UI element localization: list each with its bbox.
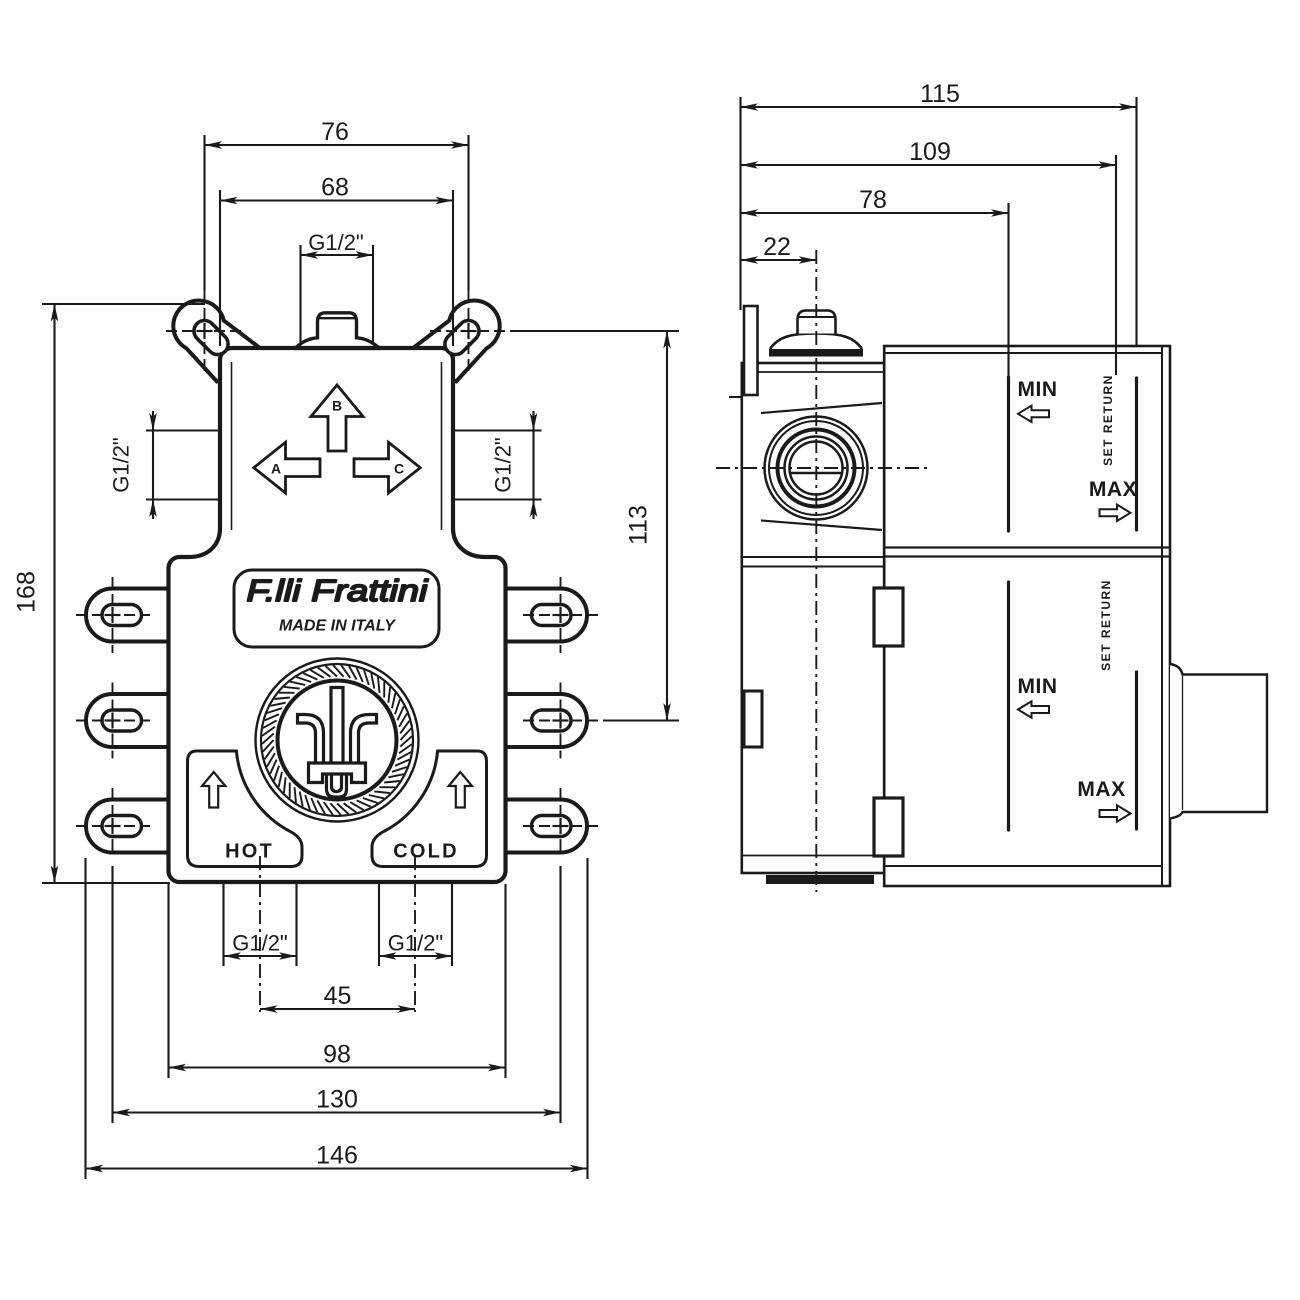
svg-text:78: 78 <box>859 186 887 214</box>
svg-text:109: 109 <box>909 138 951 166</box>
svg-text:MADE IN ITALY: MADE IN ITALY <box>279 618 397 635</box>
svg-text:C: C <box>394 461 404 477</box>
svg-text:G1/2": G1/2" <box>388 931 444 956</box>
svg-text:98: 98 <box>323 1041 351 1069</box>
svg-text:168: 168 <box>13 571 41 613</box>
svg-text:G1/2": G1/2" <box>308 230 364 255</box>
svg-text:G1/2": G1/2" <box>109 437 134 493</box>
svg-text:76: 76 <box>321 118 349 146</box>
svg-text:A: A <box>271 461 281 477</box>
svg-text:B: B <box>332 398 342 414</box>
svg-text:G1/2": G1/2" <box>232 931 288 956</box>
svg-text:SET RETURN: SET RETURN <box>1101 374 1115 466</box>
svg-text:COLD: COLD <box>393 841 458 863</box>
svg-text:45: 45 <box>324 982 352 1010</box>
svg-text:F.lli Frattini: F.lli Frattini <box>247 573 429 608</box>
svg-text:G1/2": G1/2" <box>491 437 516 493</box>
svg-text:130: 130 <box>316 1086 358 1114</box>
svg-text:115: 115 <box>920 80 960 108</box>
svg-text:HOT: HOT <box>225 841 274 863</box>
svg-text:146: 146 <box>316 1142 358 1170</box>
svg-text:MAX: MAX <box>1077 778 1125 801</box>
svg-text:113: 113 <box>625 505 653 545</box>
svg-text:MAX: MAX <box>1089 478 1137 501</box>
svg-text:22: 22 <box>763 233 791 261</box>
svg-text:MIN: MIN <box>1018 675 1058 698</box>
svg-text:SET RETURN: SET RETURN <box>1099 579 1113 671</box>
svg-text:68: 68 <box>321 174 349 202</box>
svg-text:MIN: MIN <box>1018 378 1058 401</box>
